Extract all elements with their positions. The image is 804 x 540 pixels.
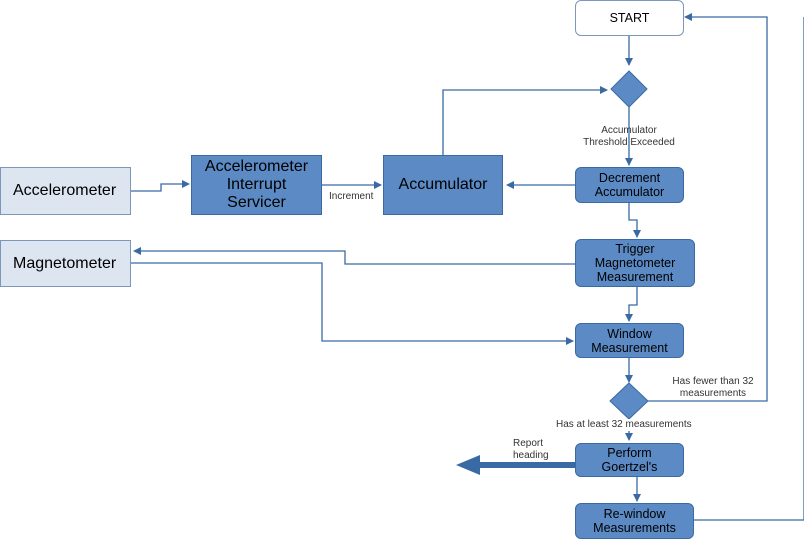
edge-accumulator-to-threshold-decision — [442, 86, 608, 155]
edge-trigger-to-window — [625, 287, 638, 322]
perform-goertzel-node: Perform Goertzel's — [575, 443, 684, 477]
trigger-magnetometer-measurement-node: Trigger Magnetometer Measurement — [575, 239, 695, 287]
threshold-decision-diamond — [610, 70, 648, 108]
magnetometer-node: Magnetometer — [0, 240, 131, 287]
edge-count-to-start — [648, 13, 768, 402]
decrement-accumulator-node: Decrement Accumulator — [575, 167, 684, 203]
fewer-than-32-label: Has fewer than 32 measurements — [672, 376, 754, 399]
accelerometer-interrupt-servicer-node: Accelerometer Interrupt Servicer — [191, 155, 322, 215]
rewindow-measurements-node: Re-window Measurements — [575, 503, 694, 539]
edge-rewindow-to-start — [694, 17, 804, 521]
edge-trigger-to-magnetometer — [133, 247, 575, 265]
count-decision-diamond — [609, 382, 649, 420]
report-heading-arrowhead — [456, 455, 480, 475]
window-measurement-node: Window Measurement — [575, 323, 684, 358]
at-least-32-label: Has at least 32 measurements — [556, 419, 692, 431]
report-heading-label: Report heading — [513, 438, 549, 461]
accumulator-threshold-label: Accumulator Threshold Exceeded — [583, 125, 675, 148]
edge-accelerometer-to-servicer — [131, 180, 190, 192]
accumulator-node: Accumulator — [383, 155, 503, 215]
edge-magnetometer-to-window — [131, 262, 574, 345]
edge-decrement-to-trigger — [628, 203, 641, 238]
increment-label: Increment — [329, 191, 374, 202]
accelerometer-node: Accelerometer — [0, 167, 131, 215]
start-node: START — [575, 0, 684, 36]
